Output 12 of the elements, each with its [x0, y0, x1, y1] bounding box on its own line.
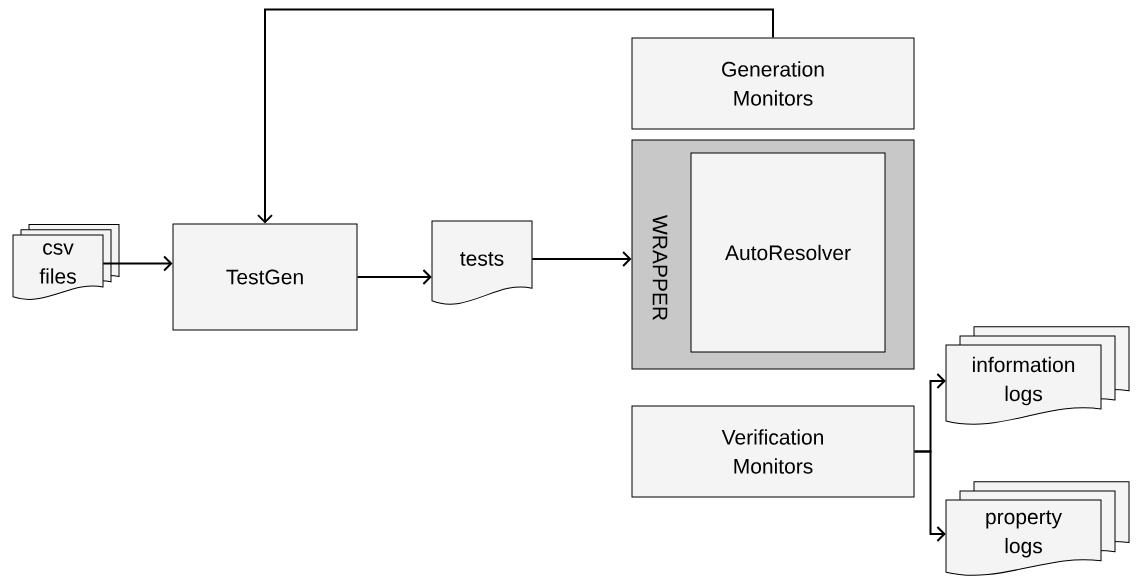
arrow — [102, 255, 173, 272]
document-stack: property logs — [945, 481, 1130, 576]
arrow — [257, 8, 774, 224]
arrow — [356, 269, 432, 285]
process-box: Verification Monitors — [631, 405, 915, 498]
document-stack: information logs — [945, 326, 1130, 425]
process-box: TestGen — [172, 223, 358, 331]
process-box: AutoResolver — [690, 152, 886, 353]
document-stack: csv files — [12, 224, 120, 300]
process-box: Generation Monitors — [631, 37, 915, 130]
arrow — [531, 251, 632, 267]
arrow — [913, 450, 946, 542]
